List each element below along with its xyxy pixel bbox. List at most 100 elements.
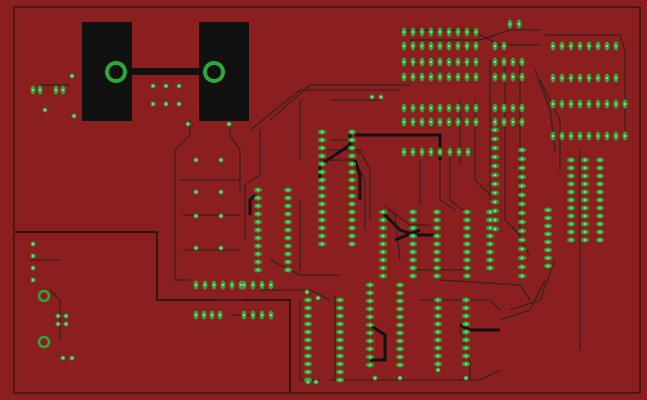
pad-hole: [403, 45, 405, 47]
pad-hole: [439, 61, 441, 63]
pad-hole: [437, 355, 439, 357]
pad-hole: [257, 221, 259, 223]
pad-hole: [606, 77, 608, 79]
pad-hole: [339, 331, 341, 333]
pad-hole: [436, 211, 438, 213]
pad-hole: [307, 371, 309, 373]
pad-hole: [32, 255, 34, 257]
pad-hole: [351, 219, 353, 221]
pad-hole: [561, 77, 563, 79]
pad-hole: [421, 45, 423, 47]
pad-hole: [369, 292, 371, 294]
pad-hole: [382, 219, 384, 221]
pad-hole: [512, 121, 514, 123]
pad-hole: [287, 245, 289, 247]
pad-hole: [351, 211, 353, 213]
pad-hole: [570, 167, 572, 169]
pad-hole: [412, 219, 414, 221]
board-outline: [13, 6, 641, 394]
pad-hole: [307, 347, 309, 349]
pad-hole: [467, 151, 469, 153]
pad-hole: [465, 315, 467, 317]
pad-hole: [321, 227, 323, 229]
pad-hole: [509, 23, 511, 25]
pad-hole: [339, 355, 341, 357]
pad-hole: [615, 103, 617, 105]
pad-hole: [369, 324, 371, 326]
pad-hole: [439, 121, 441, 123]
pad-hole: [430, 151, 432, 153]
pad-hole: [62, 89, 64, 91]
pad-hole: [351, 163, 353, 165]
pad-hole: [307, 299, 309, 301]
pad-hole: [521, 203, 523, 205]
pad-hole: [399, 348, 401, 350]
pad-hole: [457, 31, 459, 33]
pad-hole: [570, 199, 572, 201]
pad-hole: [382, 251, 384, 253]
pad-hole: [494, 174, 496, 176]
pad-hole: [437, 323, 439, 325]
pad-hole: [475, 121, 477, 123]
pad-hole: [382, 211, 384, 213]
pad-hole: [257, 205, 259, 207]
pad-hole: [465, 377, 467, 379]
mount-pad-right: [203, 61, 225, 83]
pad-hole: [287, 261, 289, 263]
pad-hole: [521, 239, 523, 241]
pad-hole: [403, 31, 405, 33]
pad-hole: [412, 151, 414, 153]
pad-hole: [351, 147, 353, 149]
pad-hole: [412, 107, 414, 109]
pad-hole: [561, 103, 563, 105]
pad-hole: [489, 243, 491, 245]
pad-hole: [399, 377, 401, 379]
pad-hole: [436, 267, 438, 269]
pad-hole: [547, 265, 549, 267]
pad-hole: [399, 356, 401, 358]
pad-hole: [339, 371, 341, 373]
pad-hole: [399, 308, 401, 310]
pad-hole: [220, 247, 222, 249]
pad-hole: [466, 243, 468, 245]
pad-hole: [412, 211, 414, 213]
pad-hole: [570, 239, 572, 241]
pad-hole: [351, 235, 353, 237]
pad-hole: [430, 107, 432, 109]
pad-hole: [412, 31, 414, 33]
pad-hole: [351, 139, 353, 141]
pad-hole: [584, 231, 586, 233]
pad-hole: [475, 45, 477, 47]
pad-hole: [430, 76, 432, 78]
pad-hole: [494, 165, 496, 167]
pad-hole: [597, 77, 599, 79]
pad-hole: [152, 85, 154, 87]
pad-hole: [412, 275, 414, 277]
pad-hole: [457, 107, 459, 109]
pad-hole: [287, 253, 289, 255]
pad-hole: [489, 267, 491, 269]
pad-hole: [521, 167, 523, 169]
pad-hole: [489, 219, 491, 221]
pad-hole: [430, 61, 432, 63]
pad-hole: [584, 199, 586, 201]
mount-pad-left: [105, 61, 127, 83]
pad-hole: [243, 284, 245, 286]
pad-hole: [211, 314, 213, 316]
pad-hole: [307, 323, 309, 325]
pad-hole: [448, 76, 450, 78]
pad-hole: [412, 121, 414, 123]
pad-hole: [597, 45, 599, 47]
pad-hole: [475, 61, 477, 63]
pad-hole: [552, 135, 554, 137]
pad-hole: [412, 267, 414, 269]
pad-hole: [339, 379, 341, 381]
pad-hole: [369, 356, 371, 358]
pad-hole: [579, 77, 581, 79]
pad-hole: [321, 179, 323, 181]
pad-hole: [178, 103, 180, 105]
pad-hole: [584, 183, 586, 185]
pad-hole: [436, 251, 438, 253]
pad-hole: [321, 235, 323, 237]
